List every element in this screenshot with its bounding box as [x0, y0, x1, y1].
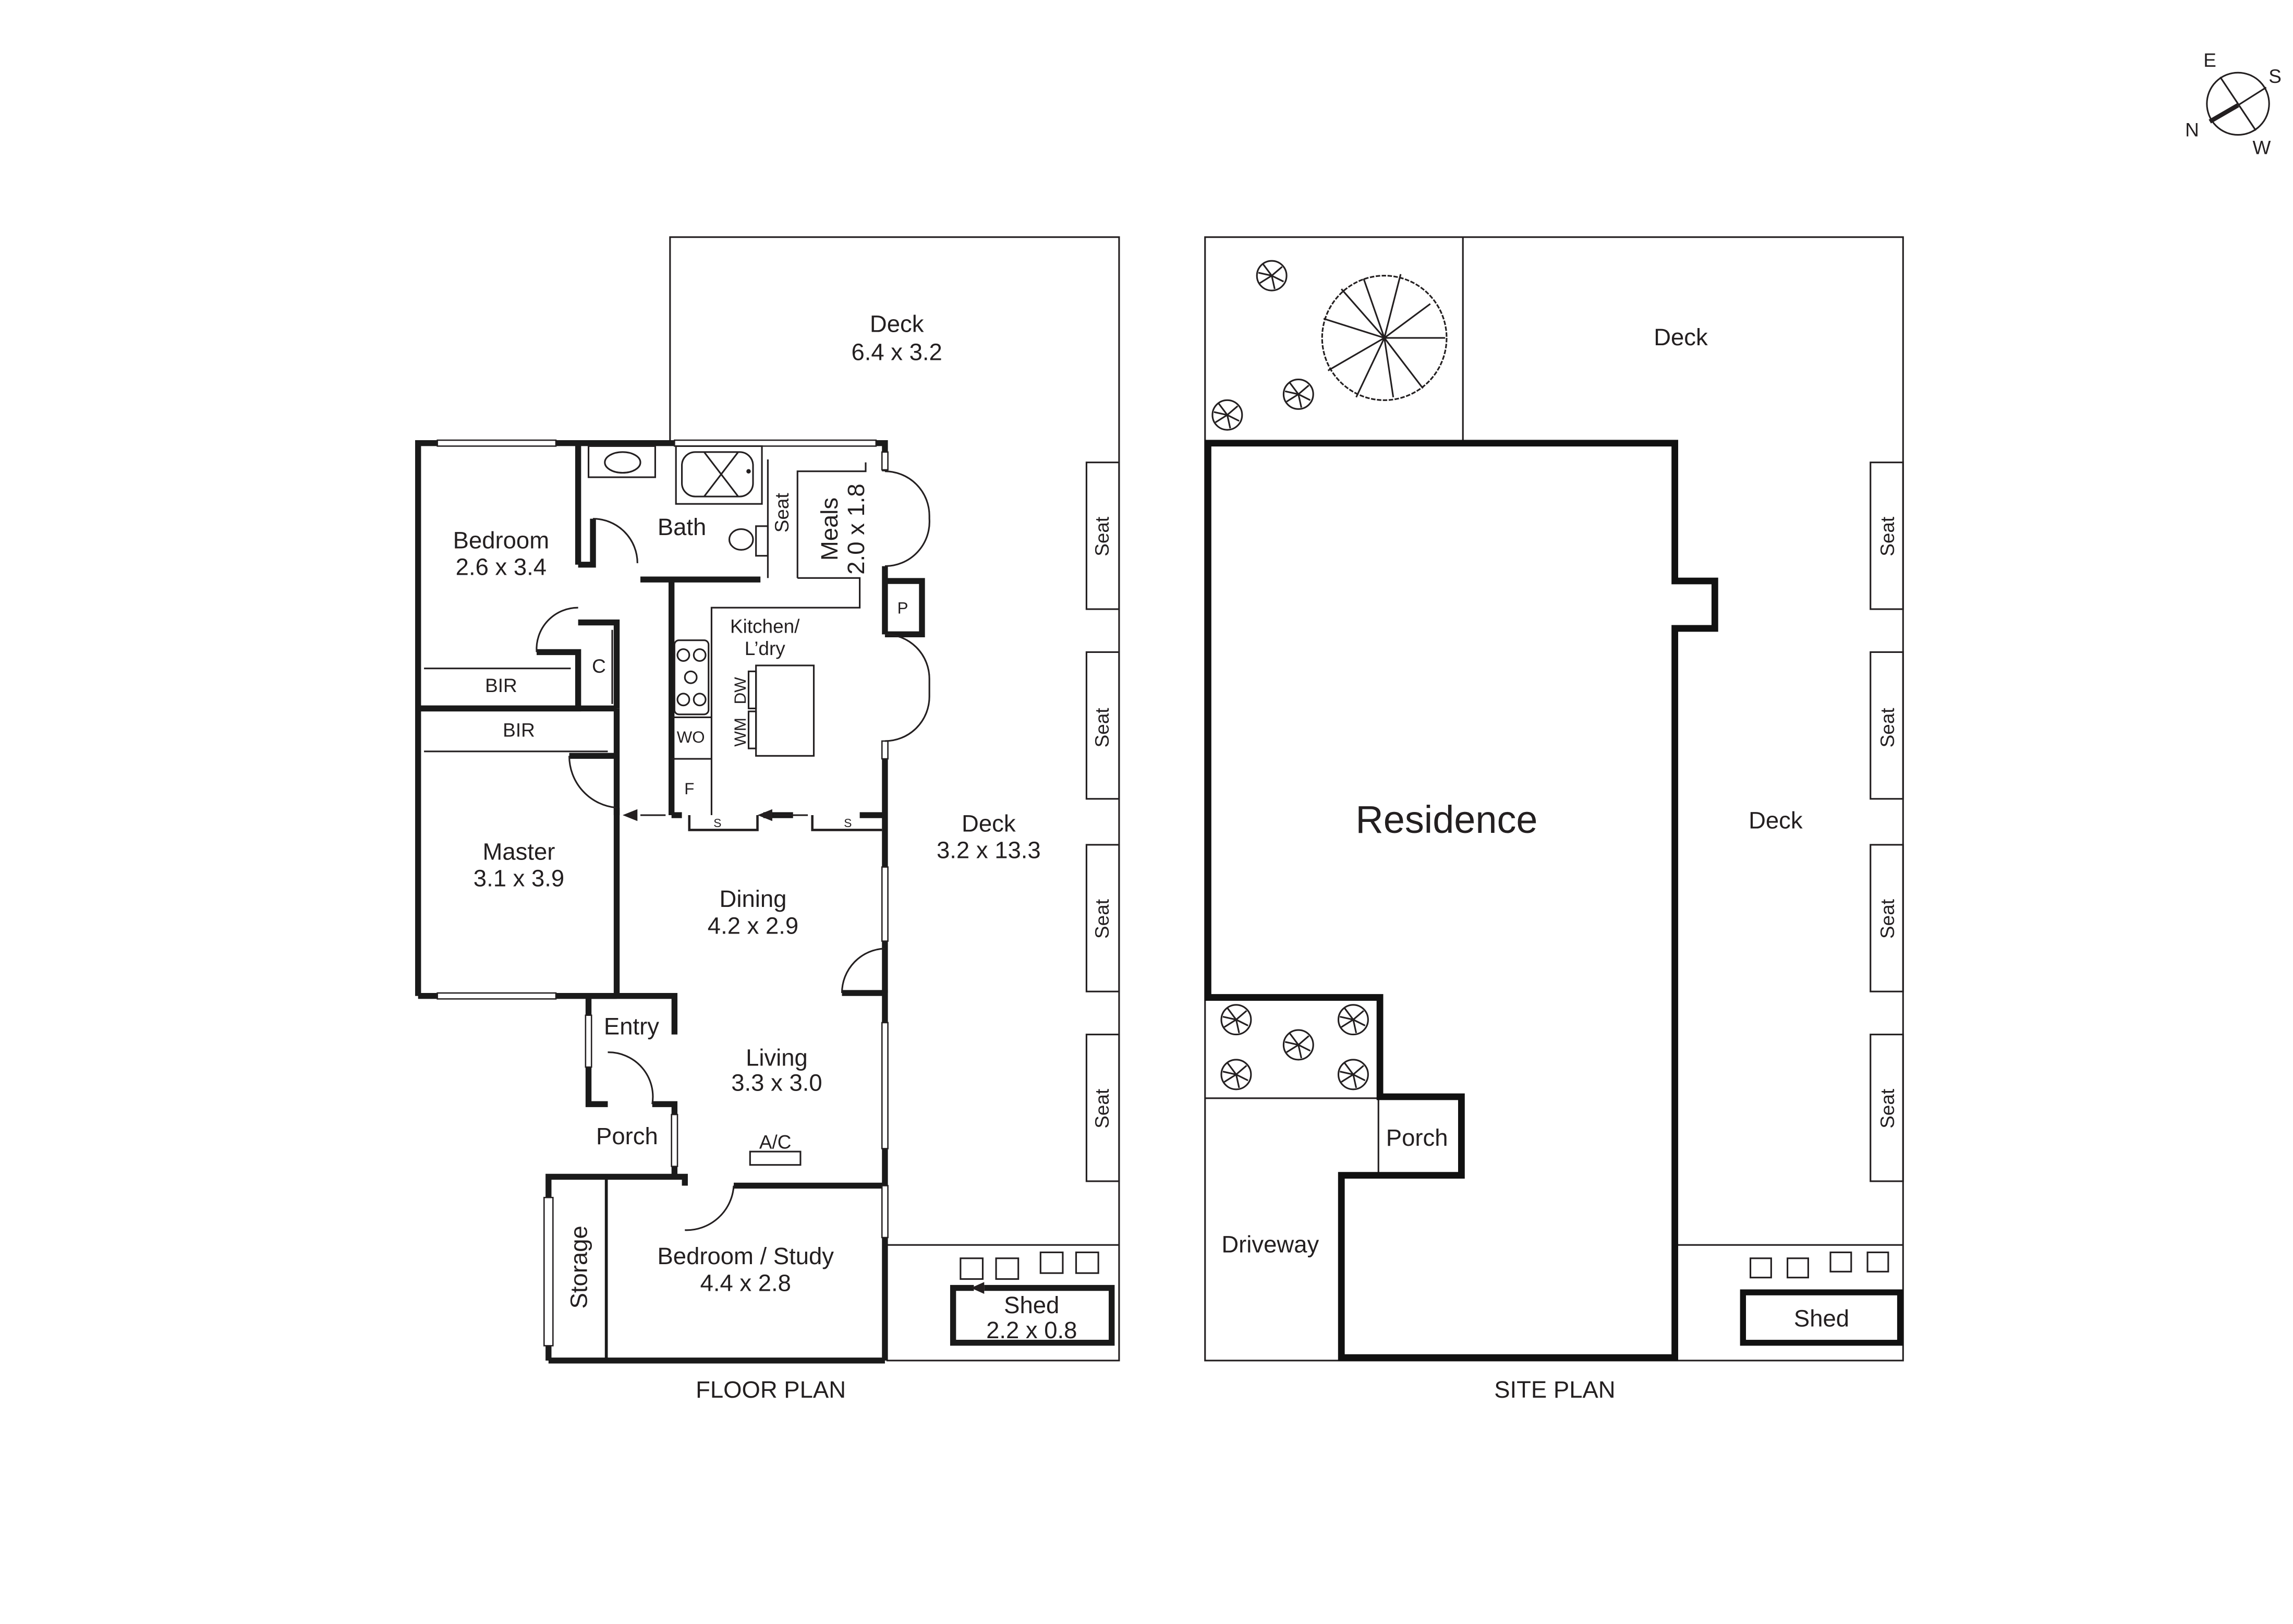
site-boundary — [1204, 236, 1904, 1362]
door-swings — [536, 470, 930, 1231]
bedroom-study-label: Bedroom / Study — [658, 1243, 834, 1269]
ac-label: A/C — [759, 1131, 792, 1153]
tree-icon — [1337, 1059, 1369, 1090]
deck-top-dims: 6.4 x 3.2 — [851, 339, 942, 366]
tree-icon — [1321, 274, 1448, 401]
cooktop-icon — [673, 639, 710, 716]
exterior-walls — [415, 440, 925, 1364]
vanity — [587, 445, 656, 478]
seat-label: Seat — [1091, 899, 1113, 939]
seat-label: Seat — [1877, 899, 1898, 939]
dishwasher-label: DW — [731, 677, 749, 705]
bedroom-dims: 2.6 x 3.4 — [456, 554, 547, 580]
tree-icon — [1211, 399, 1243, 431]
fridge-label: F — [684, 780, 694, 798]
porch-label: Porch — [596, 1123, 658, 1149]
entry-label: Entry — [604, 1013, 659, 1040]
toilet-icon — [728, 528, 754, 551]
compass-south-label: S — [2268, 66, 2282, 87]
dining-label: Dining — [720, 886, 787, 912]
seat-label: Seat — [1877, 1089, 1898, 1129]
site-shed-label: Shed — [1794, 1305, 1849, 1331]
compass-west-label: W — [2253, 137, 2271, 159]
deck-side-dims: 3.2 x 13.3 — [937, 837, 1041, 863]
bathtub — [675, 445, 763, 505]
compass-east-label: E — [2203, 50, 2216, 71]
floor-plan: Seat Seat Seat Seat Deck 6.4 x 3.2 Bedro… — [415, 236, 1120, 1403]
floor-plan-title: FLOOR PLAN — [696, 1376, 846, 1403]
seat-label: Seat — [1091, 517, 1113, 556]
kitchen-label: Kitchen/ — [730, 615, 800, 637]
site-deck-top-label: Deck — [1654, 324, 1708, 350]
master-dims: 3.1 x 3.9 — [474, 865, 564, 891]
compass-north-label: N — [2185, 119, 2199, 140]
laundry-label: L’dry — [745, 638, 786, 659]
compass-rose: E S N W — [2185, 50, 2282, 159]
site-deck-side-label: Deck — [1749, 807, 1803, 834]
shed-dims: 2.2 x 0.8 — [986, 1317, 1077, 1343]
tree-icons — [1211, 260, 1448, 1090]
bedroom-study-dims: 4.4 x 2.8 — [700, 1269, 791, 1296]
tree-icon — [1337, 1004, 1369, 1036]
bath-seat-label: Seat — [771, 493, 793, 532]
bedroom-label: Bedroom — [453, 527, 549, 553]
island-bench — [755, 664, 815, 757]
washing-machine-label: WM — [731, 718, 749, 747]
slider-label: S — [713, 816, 721, 830]
deck-top-label: Deck — [870, 311, 924, 337]
seat-label: Seat — [1877, 708, 1898, 747]
bath-label: Bath — [658, 514, 707, 540]
wall-oven-label: WO — [677, 728, 705, 746]
deck-side-label: Deck — [962, 810, 1016, 837]
site-porch-label: Porch — [1386, 1124, 1448, 1151]
bir-label: BIR — [485, 675, 517, 696]
site-pavers — [1749, 1251, 1889, 1279]
storage-label: Storage — [566, 1226, 592, 1308]
tree-icon — [1256, 260, 1288, 292]
fixtures — [424, 445, 882, 1166]
tree-icon — [1282, 378, 1314, 410]
dining-dims: 4.2 x 2.9 — [708, 912, 798, 939]
seat-label: Seat — [1091, 708, 1113, 747]
tree-icon — [1282, 1029, 1314, 1061]
shed-label: Shed — [1004, 1292, 1059, 1318]
seat-label: Seat — [1877, 517, 1898, 556]
site-plan-title: SITE PLAN — [1494, 1376, 1615, 1403]
tree-icon — [1220, 1004, 1252, 1036]
residence-outline — [1205, 440, 1718, 1361]
meals-label: Meals — [816, 498, 843, 561]
site-shed — [1740, 1289, 1903, 1346]
site-deck-seats: Seat Seat Seat Seat — [1870, 462, 1904, 1182]
residence-label: Residence — [1355, 798, 1537, 841]
site-plan: Seat Seat Seat Seat Deck Residence Deck … — [1204, 236, 1904, 1403]
windows — [436, 439, 889, 1347]
meals-dims: 2.0 x 1.8 — [843, 483, 869, 574]
basin-icon — [604, 451, 641, 474]
living-dims: 3.3 x 3.0 — [731, 1070, 822, 1096]
bir-label: BIR — [503, 719, 535, 741]
living-label: Living — [746, 1044, 808, 1071]
deck-boundary — [669, 236, 1120, 1362]
seat-label: Seat — [1091, 1089, 1113, 1129]
shed-floor — [950, 1282, 1115, 1346]
ac-unit — [749, 1150, 802, 1166]
deck-seats: Seat Seat Seat Seat — [1085, 462, 1120, 1182]
pantry-label: P — [897, 599, 908, 617]
slider-label: S — [844, 816, 852, 830]
master-label: Master — [483, 838, 555, 865]
tree-icon — [1220, 1059, 1252, 1090]
pavers — [960, 1251, 1099, 1280]
driveway-label: Driveway — [1221, 1231, 1319, 1257]
linen-cupboard-label: C — [592, 656, 606, 677]
